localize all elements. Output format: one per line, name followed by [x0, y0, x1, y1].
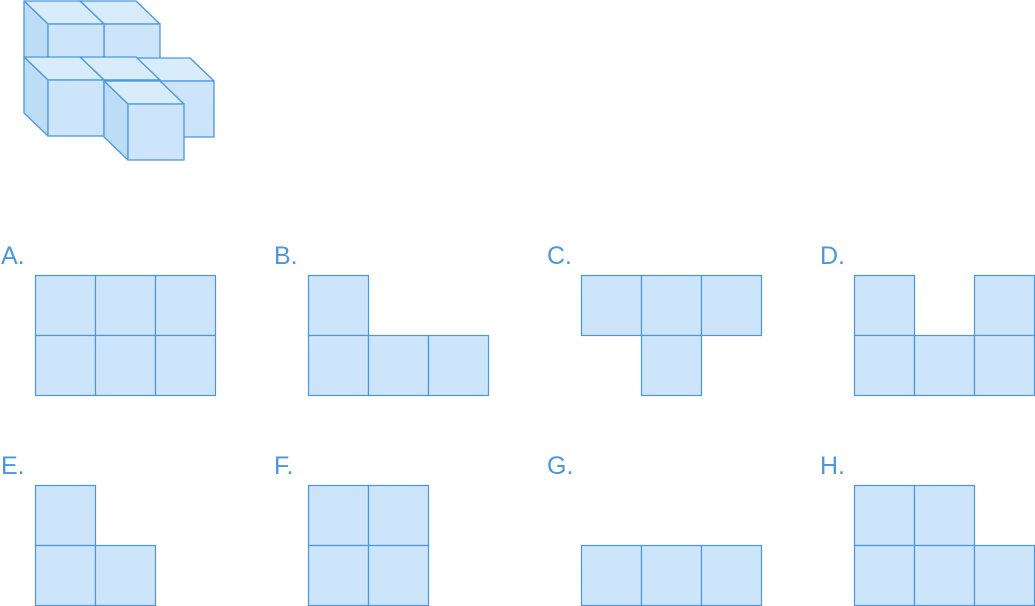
net-square — [307, 274, 370, 337]
net-square — [307, 334, 370, 397]
net-square — [580, 544, 643, 606]
option-label: F. — [274, 452, 293, 480]
net-square — [640, 544, 703, 606]
option-b[interactable]: B. — [274, 242, 490, 397]
net-square — [307, 544, 370, 606]
net-square — [853, 544, 916, 606]
net-square — [367, 484, 430, 547]
net-square — [34, 274, 97, 337]
option-e[interactable]: E. — [1, 452, 157, 606]
net-square — [913, 484, 976, 547]
net-square — [580, 274, 643, 337]
cube-front-face — [47, 79, 105, 137]
option-c[interactable]: C. — [547, 242, 763, 397]
option-g[interactable]: G. — [547, 452, 763, 606]
net-square — [913, 334, 976, 397]
option-label: D. — [820, 242, 845, 270]
net-square — [427, 334, 490, 397]
cube — [23, 56, 105, 137]
option-label: G. — [547, 452, 573, 480]
option-label: H. — [820, 452, 845, 480]
net-square — [973, 544, 1035, 606]
net-square — [973, 274, 1035, 337]
option-label: E. — [1, 452, 25, 480]
net-square — [94, 334, 157, 397]
net-square — [913, 544, 976, 606]
net-square — [34, 544, 97, 606]
net-square — [853, 274, 916, 337]
option-f[interactable]: F. — [274, 452, 430, 606]
option-label: B. — [274, 242, 298, 270]
net-square — [154, 274, 217, 337]
net-square — [853, 484, 916, 547]
net-square — [367, 334, 430, 397]
net-square — [700, 274, 763, 337]
option-d[interactable]: D. — [820, 242, 1035, 397]
net-square — [154, 334, 217, 397]
net-square — [94, 544, 157, 606]
option-a[interactable]: A. — [1, 242, 217, 397]
cube-front-face — [127, 103, 185, 161]
answer-options: A. B. C. D. E. F. G. H. — [1, 242, 1035, 606]
net-square — [94, 274, 157, 337]
net-square — [853, 334, 916, 397]
option-label: A. — [1, 242, 25, 270]
net-square — [367, 544, 430, 606]
option-label: C. — [547, 242, 572, 270]
net-square — [640, 334, 703, 397]
option-h[interactable]: H. — [820, 452, 1035, 606]
net-square — [34, 334, 97, 397]
net-square — [700, 544, 763, 606]
isometric-cube-figure — [23, 0, 215, 161]
net-square — [640, 274, 703, 337]
net-square — [34, 484, 97, 547]
net-square — [973, 334, 1035, 397]
net-square — [307, 484, 370, 547]
cube — [103, 80, 185, 161]
